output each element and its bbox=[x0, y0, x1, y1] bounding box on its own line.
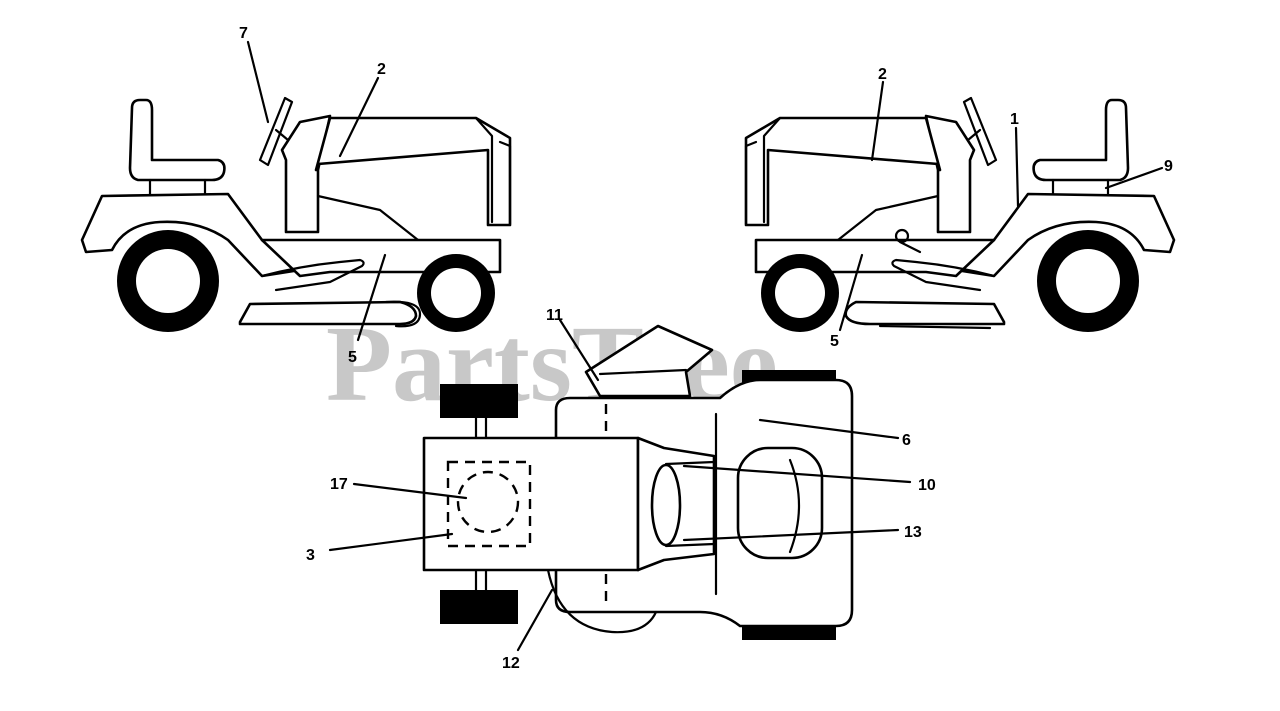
tractor-right-side-view bbox=[744, 96, 1176, 332]
dash-tower bbox=[280, 114, 332, 234]
tractor-top-view bbox=[422, 324, 854, 640]
callout-6: 6 bbox=[902, 432, 911, 449]
deck-curve bbox=[546, 568, 658, 634]
callout-1: 1 bbox=[1010, 111, 1019, 128]
mower-deck bbox=[238, 300, 418, 326]
steering-wheel-right bbox=[962, 96, 998, 167]
callout-2-right: 2 bbox=[878, 66, 887, 83]
dash-tower-right bbox=[924, 114, 976, 234]
callout-7: 7 bbox=[239, 25, 248, 42]
steering-hub bbox=[650, 463, 682, 547]
callout-2-left: 2 bbox=[377, 61, 386, 78]
callout-10: 10 bbox=[918, 477, 936, 494]
seat-right bbox=[1032, 98, 1130, 182]
callout-13: 13 bbox=[904, 524, 922, 541]
callout-5-right: 5 bbox=[830, 333, 839, 350]
front-left-tire bbox=[440, 384, 518, 418]
mower-deck-right bbox=[844, 300, 1006, 326]
hood bbox=[314, 116, 512, 227]
fuel-cap-outline bbox=[456, 470, 520, 534]
callout-labels: 7 2 5 2 1 9 5 11 6 10 13 17 3 12 bbox=[239, 25, 1173, 672]
seat-top bbox=[736, 446, 824, 560]
callout-9: 9 bbox=[1164, 158, 1173, 175]
steering-wheel bbox=[258, 96, 294, 167]
rear-right-tire bbox=[742, 626, 836, 640]
callout-11: 11 bbox=[546, 307, 563, 324]
engine-outline bbox=[446, 460, 532, 548]
leader-lines bbox=[246, 40, 1164, 652]
hood-right bbox=[744, 116, 942, 227]
callout-3: 3 bbox=[306, 547, 315, 564]
discharge-chute bbox=[584, 324, 714, 398]
callout-17: 17 bbox=[330, 476, 348, 493]
callout-5-left: 5 bbox=[348, 349, 357, 366]
tractor-left-side-view bbox=[80, 96, 512, 332]
front-right-tire bbox=[440, 590, 518, 624]
seat bbox=[128, 98, 226, 182]
callout-12: 12 bbox=[502, 655, 520, 672]
